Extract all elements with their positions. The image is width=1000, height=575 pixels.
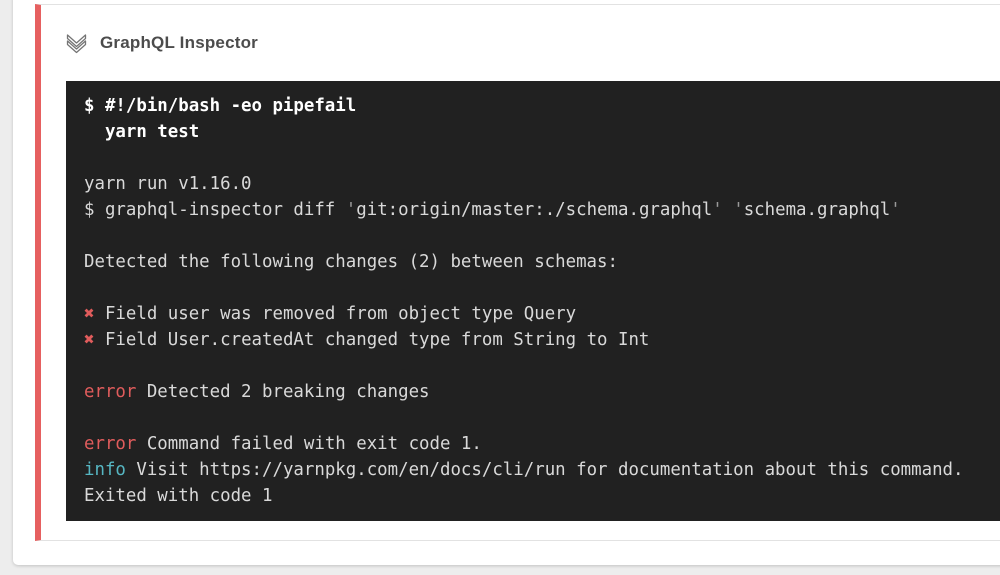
step-header[interactable]: GraphQL Inspector bbox=[41, 5, 1000, 81]
terminal-line: $ graphql-inspector diff 'git:origin/mas… bbox=[84, 200, 901, 220]
terminal-line: ✖ Field User.createdAt changed type from… bbox=[84, 330, 650, 350]
step-title: GraphQL Inspector bbox=[100, 33, 259, 52]
chevron-double-down-icon[interactable] bbox=[65, 33, 88, 54]
terminal-line: yarn test bbox=[84, 122, 200, 142]
terminal-line bbox=[84, 223, 994, 249]
terminal-line: info Visit https://yarnpkg.com/en/docs/c… bbox=[84, 460, 964, 480]
terminal-line: $ #!/bin/bash -eo pipefail bbox=[84, 96, 357, 116]
terminal-line bbox=[84, 405, 994, 431]
terminal-line: error Detected 2 breaking changes bbox=[84, 382, 430, 402]
terminal-line: Exited with code 1 bbox=[84, 486, 273, 506]
terminal-line: yarn run v1.16.0 bbox=[84, 174, 252, 194]
terminal-line: ✖ Field user was removed from object typ… bbox=[84, 304, 577, 324]
terminal-line bbox=[84, 353, 994, 379]
failed-step-section: GraphQL Inspector $ #!/bin/bash -eo pipe… bbox=[35, 4, 1000, 541]
build-step-card: GraphQL Inspector $ #!/bin/bash -eo pipe… bbox=[13, 0, 1000, 565]
terminal-line bbox=[84, 145, 994, 171]
terminal-line: Detected the following changes (2) betwe… bbox=[84, 252, 618, 272]
terminal-output: $ #!/bin/bash -eo pipefail yarn test yar… bbox=[66, 81, 1000, 521]
terminal-line bbox=[84, 275, 994, 301]
terminal-line: error Command failed with exit code 1. bbox=[84, 434, 482, 454]
